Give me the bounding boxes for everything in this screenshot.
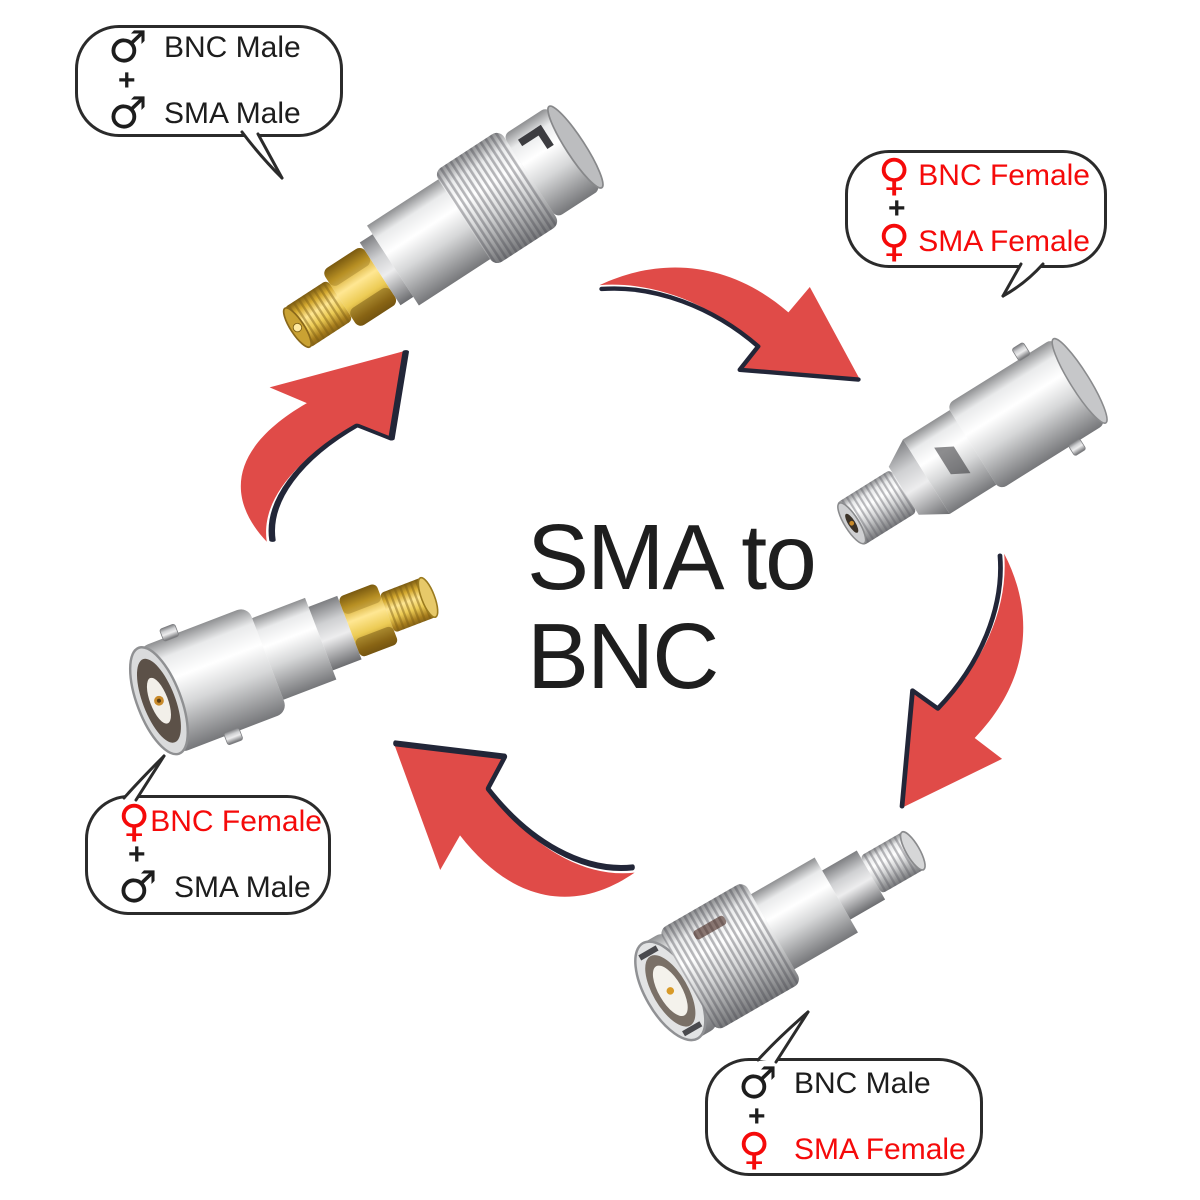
callout-bnc-female-sma-female: ♀ BNC Female + ♀ SMA Female (845, 150, 1107, 268)
cycle-arrow-top (592, 252, 868, 398)
callout-bnc-male-sma-female: ♂ BNC Male + ♀ SMA Female (705, 1058, 983, 1176)
callout-label: BNC Female (918, 159, 1090, 192)
gold-center-pin (666, 987, 675, 995)
male-symbol-icon: ♂ (108, 22, 148, 73)
callout-bnc-female-sma-male: ♀ BNC Female + ♂ SMA Male (85, 795, 331, 915)
plus-sign: + (888, 192, 906, 225)
bnc-male-body (359, 105, 604, 306)
plus-sign: + (748, 1100, 766, 1133)
male-symbol-icon: ♂ (108, 88, 148, 139)
bnc-male-front (634, 934, 717, 1042)
callout-line: ♂ SMA Male (108, 92, 326, 136)
callout-label: SMA Male (174, 871, 311, 904)
callout-bnc-male-sma-male: ♂ BNC Male + ♂ SMA Male (75, 25, 343, 137)
female-symbol-icon: ♀ (118, 796, 151, 847)
callout-tail (756, 1010, 810, 1064)
callout-line: ♀ SMA Female (738, 1128, 966, 1172)
male-symbol-icon: ♂ (738, 1058, 778, 1109)
female-symbol-icon: ♀ (878, 150, 911, 201)
bnc-female-body (888, 337, 1108, 515)
callout-tail (1001, 262, 1045, 298)
sma-male-end (282, 247, 397, 349)
sma-female-end (837, 471, 916, 545)
callout-label: BNC Male (794, 1067, 931, 1100)
sma-female-back (751, 830, 926, 970)
callout-line: ♀ BNC Female (118, 796, 322, 847)
adapter-photo-bnc-female-sma-female (837, 337, 1108, 545)
callout-label: SMA Female (918, 225, 1090, 258)
callout-line: ♀ BNC Female (878, 154, 1090, 198)
sma-male-back (252, 576, 439, 700)
callout-line: ♂ SMA Male (118, 866, 314, 910)
female-symbol-icon: ♀ (878, 216, 911, 267)
adapter-photo-bnc-female-sma-male (128, 576, 439, 756)
callout-label: SMA Male (164, 97, 301, 130)
cycle-arrow-bottom (388, 718, 640, 918)
plus-sign: + (128, 838, 146, 871)
callout-tail (122, 754, 166, 802)
plus-sign: + (118, 64, 136, 97)
title-line-1: SMA to (527, 505, 817, 609)
callout-label: SMA Female (794, 1133, 966, 1166)
callout-tail (240, 130, 284, 180)
bnc-female-front (128, 609, 285, 756)
bnc-male-sleeve (661, 884, 799, 1029)
callout-label: BNC Female (150, 805, 322, 838)
adapter-photo-bnc-male-sma-male (282, 105, 604, 349)
product-title: SMA to BNC (527, 505, 817, 708)
callout-line: ♀ SMA Female (878, 220, 1090, 264)
male-symbol-icon: ♂ (118, 862, 158, 913)
callout-label: BNC Male (164, 31, 301, 64)
callout-line: ♂ BNC Male (108, 26, 326, 70)
title-line-2: BNC (527, 604, 719, 708)
adapter-photo-bnc-male-sma-female (634, 830, 926, 1042)
female-symbol-icon: ♀ (738, 1124, 771, 1175)
callout-line: ♂ BNC Male (738, 1062, 966, 1106)
